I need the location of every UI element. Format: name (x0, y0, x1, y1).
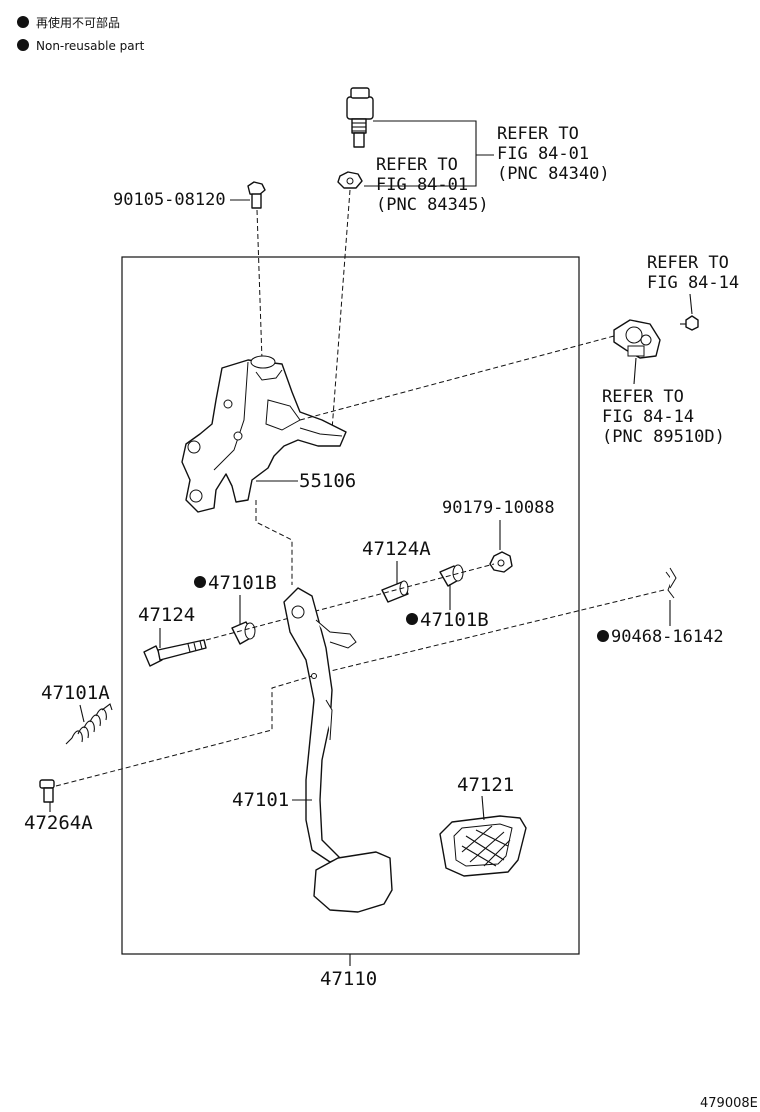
legend: 再使用不可部品 Non-reusable part (17, 15, 145, 53)
legend-dot-icon (17, 39, 29, 51)
bushing-left-icon (231, 621, 256, 645)
ref-89510d-line2: FIG 84-14 (602, 407, 694, 427)
part-label-47124A: 47124A (362, 538, 431, 560)
clip-dash-line (309, 589, 665, 677)
ref-84340-line1: REFER TO (497, 124, 579, 144)
brake-pedal-pad-icon (313, 851, 393, 913)
legend-text-jp: 再使用不可部品 (36, 15, 120, 30)
ref-84-14-top-line2: FIG 84-14 (647, 273, 739, 293)
return-spring-icon (65, 703, 113, 745)
stop-lamp-switch-icon (346, 87, 374, 148)
switch-dash-line (331, 189, 351, 431)
spring-pin-icon (39, 779, 55, 803)
non-reusable-dot-icon (406, 613, 418, 625)
bushing-right-icon (439, 564, 464, 587)
ref-84340-line3: (PNC 84340) (497, 164, 610, 184)
part-label-55106: 55106 (299, 470, 356, 492)
sensor-screw-icon (680, 315, 699, 331)
part-label-47124: 47124 (138, 604, 195, 626)
bolt-dash-line (256, 209, 263, 361)
ref-84345-line3: (PNC 84345) (376, 195, 489, 215)
legend-dot-icon (17, 16, 29, 28)
non-reusable-dot-icon (194, 576, 206, 588)
switch-nut-icon (337, 171, 363, 189)
pedal-pad-cover-icon (439, 815, 527, 877)
ref-89510d-line1: REFER TO (602, 387, 684, 407)
clip-icon (665, 567, 677, 599)
part-label-47101A: 47101A (41, 682, 110, 704)
pivot-axis-dash-line (205, 563, 495, 641)
bracket-pedal-dash-line (255, 500, 293, 585)
part-label-47264A: 47264A (24, 812, 93, 834)
ref-89510d-line3: (PNC 89510D) (602, 427, 725, 447)
pedal-pivot-bolt-icon (143, 639, 207, 667)
part-label-90105-08120: 90105-08120 (113, 190, 226, 210)
pin-dash-line (55, 675, 313, 787)
collar-icon (381, 580, 409, 603)
pedal-stroke-sensor-icon (613, 319, 661, 359)
sensor-dash-line (299, 335, 615, 421)
brake-pedal-arm-icon (283, 587, 357, 863)
ref-84345-line1: REFER TO (376, 155, 458, 175)
ref-84-14-top-line1: REFER TO (647, 253, 729, 273)
part-label-47110: 47110 (320, 968, 377, 990)
part-label-90179-10088: 90179-10088 (442, 498, 555, 518)
legend-text-en: Non-reusable part (36, 39, 145, 53)
flange-bolt-icon (247, 181, 266, 209)
ref-bracket-line (364, 120, 477, 187)
part-label-47121: 47121 (457, 774, 514, 796)
ref-84340-line2: FIG 84-01 (497, 144, 589, 164)
pedal-bracket-icon (181, 355, 347, 513)
part-label-47101B-right: 47101B (420, 609, 489, 631)
figure-code: 479008E (700, 1096, 758, 1111)
non-reusable-dot-icon (597, 630, 609, 642)
nut-icon (489, 551, 513, 573)
part-label-90468-16142: 90468-16142 (611, 627, 724, 647)
part-label-47101B-left: 47101B (208, 572, 277, 594)
part-label-47101: 47101 (232, 789, 289, 811)
ref-84345-line2: FIG 84-01 (376, 175, 468, 195)
